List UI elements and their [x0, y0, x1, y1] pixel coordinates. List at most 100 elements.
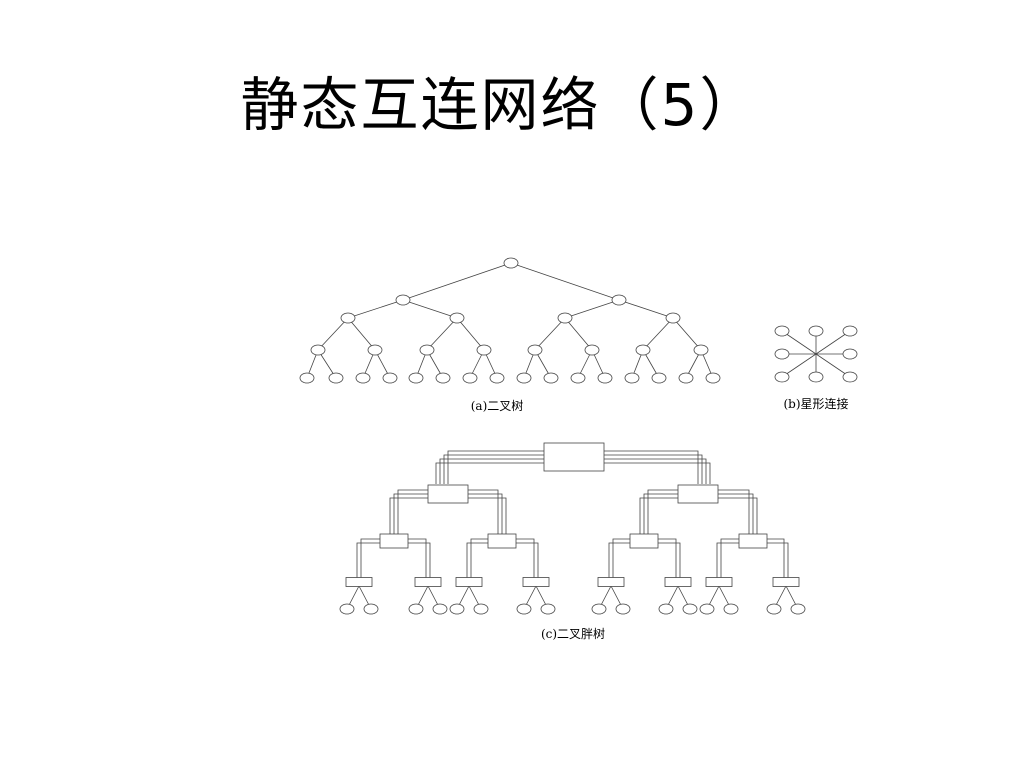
- fat-tree-caption: (c)二叉胖树: [541, 626, 605, 641]
- fat-tree-switch: [738, 533, 768, 549]
- fat-tree-switch: [487, 533, 517, 549]
- fat-tree-link: [658, 538, 677, 578]
- star-node: [842, 348, 858, 360]
- fat-tree-node: [699, 603, 715, 615]
- fat-tree-link: [466, 542, 488, 578]
- fat-tree-link: [647, 489, 678, 534]
- star-node: [842, 371, 858, 383]
- fat-tree-link: [468, 489, 499, 534]
- tree-node: [624, 372, 640, 384]
- fat-tree-node: [682, 603, 698, 615]
- fat-tree-leaf-switch: [414, 577, 442, 587]
- tree-edge: [317, 317, 349, 351]
- fat-tree-node: [363, 603, 379, 615]
- fat-tree-node: [658, 603, 674, 615]
- fat-tree-link: [435, 462, 544, 484]
- fat-tree-link: [397, 489, 428, 534]
- tree-node: [449, 312, 465, 324]
- fat-tree-link: [643, 493, 678, 534]
- star-caption: (b)星形连接: [783, 396, 848, 411]
- fat-tree-link: [716, 542, 739, 578]
- tree-node: [310, 344, 326, 356]
- tree-node: [367, 344, 383, 356]
- star-node: [774, 371, 790, 383]
- binary-tree-caption: (a)二叉树: [471, 398, 524, 413]
- fat-tree-node: [516, 603, 532, 615]
- tree-edge: [618, 299, 674, 319]
- fat-tree-leaf-switch: [705, 577, 733, 587]
- fat-tree-switch: [677, 484, 719, 504]
- fat-tree-link: [608, 542, 630, 578]
- tree-edge: [564, 299, 620, 319]
- star-node: [808, 325, 824, 337]
- tree-node: [340, 312, 356, 324]
- fat-tree-leaf-switch: [664, 577, 692, 587]
- tree-node: [489, 372, 505, 384]
- fat-tree-link: [356, 542, 380, 578]
- fat-tree-link: [468, 493, 503, 534]
- fat-tree-node: [540, 603, 556, 615]
- fat-tree-node: [615, 603, 631, 615]
- tree-edge: [564, 317, 593, 351]
- tree-node: [462, 372, 478, 384]
- fat-tree-link: [468, 497, 507, 534]
- fat-tree-node: [473, 603, 489, 615]
- fat-tree-link: [447, 450, 544, 484]
- fat-tree-leaf-switch: [772, 577, 800, 587]
- fat-tree-switch: [379, 533, 409, 549]
- fat-tree-link: [604, 458, 707, 484]
- tree-node: [635, 344, 651, 356]
- fat-tree-link: [408, 538, 427, 578]
- fat-tree-link: [718, 489, 750, 534]
- fat-tree-link: [720, 538, 739, 578]
- fat-tree-link: [612, 538, 630, 578]
- tree-node: [382, 372, 398, 384]
- tree-edge: [402, 262, 512, 301]
- star-edge: [815, 330, 851, 355]
- fat-tree-link: [639, 497, 678, 534]
- tree-node: [651, 372, 667, 384]
- tree-edge: [534, 317, 566, 351]
- star-node: [808, 371, 824, 383]
- fat-tree-node: [591, 603, 607, 615]
- star-node: [774, 348, 790, 360]
- fat-tree-link: [604, 462, 711, 484]
- fat-tree-link: [604, 454, 703, 484]
- fat-tree-link: [658, 542, 681, 578]
- tree-node: [328, 372, 344, 384]
- tree-edge: [456, 317, 485, 351]
- fat-tree-node: [408, 603, 424, 615]
- tree-edge: [642, 317, 674, 351]
- fat-tree-root-switch: [543, 442, 605, 472]
- tree-node: [570, 372, 586, 384]
- fat-tree-switch: [629, 533, 659, 549]
- tree-node: [395, 294, 411, 306]
- tree-node: [705, 372, 721, 384]
- tree-node: [557, 312, 573, 324]
- tree-node: [476, 344, 492, 356]
- tree-edge: [510, 262, 620, 301]
- binary-tree-diagram: [299, 257, 721, 384]
- fat-tree-node: [790, 603, 806, 615]
- fat-tree-link: [767, 542, 789, 578]
- fat-tree-leaf-switch: [455, 577, 483, 587]
- fat-tree-link: [393, 493, 428, 534]
- star-node: [842, 325, 858, 337]
- tree-node: [516, 372, 532, 384]
- fat-tree-node: [449, 603, 465, 615]
- fat-tree-link: [443, 454, 544, 484]
- fat-tree-link: [718, 497, 758, 534]
- fat-tree-node: [339, 603, 355, 615]
- tree-node: [299, 372, 315, 384]
- tree-node: [503, 257, 519, 269]
- slide-title: 静态互连网络（5）: [240, 71, 760, 139]
- tree-node: [527, 344, 543, 356]
- fat-tree-link: [470, 538, 488, 578]
- tree-node: [435, 372, 451, 384]
- fat-tree-link: [389, 497, 428, 534]
- star-edge: [815, 353, 851, 378]
- star-connection-diagram: [774, 325, 858, 383]
- fat-tree-link: [718, 493, 754, 534]
- fat-tree-link: [516, 542, 539, 578]
